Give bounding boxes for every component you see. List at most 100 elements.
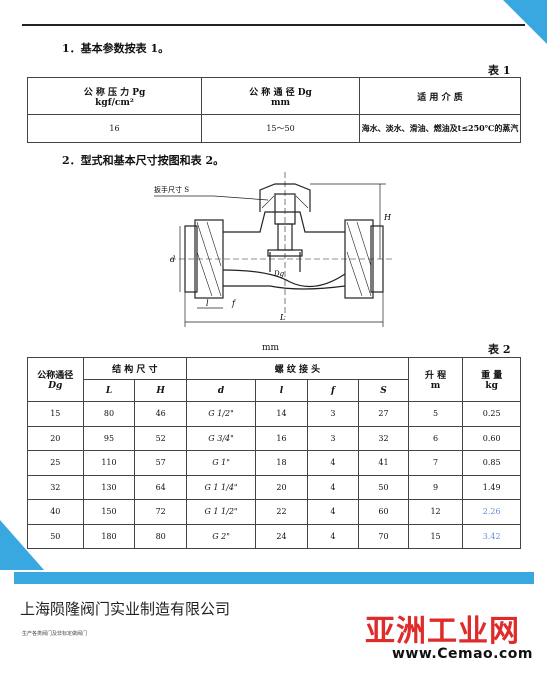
table-row: 16 15～50 海水、淡水、滑油、燃油及t≤250℃的蒸汽: [27, 114, 521, 143]
table2-header-weight-unit: kg: [485, 381, 498, 391]
table-cell: 80: [134, 523, 187, 549]
table2-header-dn-text: 公称通径: [37, 371, 74, 381]
table2-header-dn-symbol: Dg: [48, 381, 63, 391]
table-cell: 4: [306, 450, 360, 476]
table-cell: 0.25: [462, 401, 521, 427]
dim-label-L: L: [279, 313, 285, 322]
table-cell: 72: [134, 499, 187, 525]
table2-header-thread: 螺 纹 接 头: [185, 357, 409, 380]
table-row: 40 150 72 G 1 1/2" 22 4 60 12 2.26: [27, 499, 521, 525]
table-cell: 16: [255, 425, 308, 451]
table-row: 20 95 52 G 3/4" 16 3 32 6 0.60: [27, 425, 521, 451]
table2-sub-d: d: [185, 379, 257, 402]
table-cell: G 1 1/2": [185, 499, 257, 525]
table-cell: G 1 1/4": [185, 474, 257, 500]
valve-bonnet: [259, 183, 311, 212]
dim-label-f: f: [231, 299, 237, 308]
table-row: 25 110 57 G 1" 18 4 41 7 0.85: [27, 450, 521, 476]
table-cell: 15: [27, 401, 84, 427]
table-cell: 3: [306, 425, 360, 451]
table-cell: 180: [82, 523, 136, 549]
table-cell: G 1/2": [185, 401, 257, 427]
table-cell: 14: [255, 401, 308, 427]
table-cell: G 3/4": [185, 425, 257, 451]
table-cell: 50: [358, 474, 409, 500]
table2-header-lift-unit: m: [430, 381, 441, 391]
table-cell: 52: [134, 425, 187, 451]
table-cell: 15: [407, 523, 464, 549]
valve-drawing: 扳手尺寸 S H d Dg l f L: [154, 172, 395, 327]
table-cell: 46: [134, 401, 187, 427]
table2-sub-l: l: [255, 379, 308, 402]
table-cell: 20: [27, 425, 84, 451]
table-cell: 57: [134, 450, 187, 476]
company-tagline: 生产各类阀门及非标定做阀门: [22, 631, 88, 637]
table-row: 50 180 80 G 2" 24 4 70 15 3.42: [27, 523, 521, 549]
table2-label: 表 2: [488, 343, 511, 356]
table2-body: 15 80 46 G 1/2" 14 3 27 5 0.25 20 95 52 …: [27, 401, 521, 549]
table-row: 15 80 46 G 1/2" 14 3 27 5 0.25: [27, 401, 521, 427]
table-row: 32 130 64 G 1 1/4" 20 4 50 9 1.49: [27, 474, 521, 500]
table-cell: 4: [306, 474, 360, 500]
table2-sub-f: f: [306, 379, 360, 402]
table2-sub-H: H: [134, 379, 187, 402]
table-cell: 7: [407, 450, 464, 476]
valve-left-end: [194, 219, 224, 299]
table-cell: 50: [27, 523, 84, 549]
table2-header-dn: 公称通径 Dg: [27, 357, 84, 402]
table-cell: 22: [255, 499, 308, 525]
table-cell: 6: [407, 425, 464, 451]
table-cell: 150: [82, 499, 136, 525]
table2-header-lift-text: 升 程: [425, 371, 447, 381]
table-cell: 20: [255, 474, 308, 500]
table2: 公称通径 Dg 结 构 尺 寸 螺 纹 接 头 升 程 m 重 量 kg L H…: [27, 357, 521, 549]
brand-logo: 亚洲工业网: [365, 614, 520, 649]
wrench-size-label: 扳手尺寸 S: [154, 185, 189, 194]
table1-label: 表 1: [488, 64, 511, 77]
table1-header-row: 公 称 压 力 Pg kgf/cm² 公 称 通 径 Dg mm 适 用 介 质: [27, 77, 521, 115]
table-cell: 60: [358, 499, 409, 525]
table-cell: 18: [255, 450, 308, 476]
table2-unit: mm: [262, 343, 280, 353]
table2-sub-L: L: [82, 379, 136, 402]
dim-label-H: H: [383, 213, 392, 222]
table-cell: 4: [306, 523, 360, 549]
top-rule: [22, 24, 525, 26]
table2-header-weight-text: 重 量: [481, 371, 503, 381]
table-cell: 12: [407, 499, 464, 525]
table2-header-row: 公称通径 Dg 结 构 尺 寸 螺 纹 接 头 升 程 m 重 量 kg: [27, 357, 521, 402]
table-cell: 70: [358, 523, 409, 549]
table1-header-pressure: 公 称 压 力 Pg kgf/cm²: [27, 77, 202, 115]
table-cell: 25: [27, 450, 84, 476]
table-cell: 4: [306, 499, 360, 525]
table-cell: 110: [82, 450, 136, 476]
table2-header-lift: 升 程 m: [407, 357, 464, 402]
table2-header-weight: 重 量 kg: [462, 357, 521, 402]
table-cell: 0.85: [462, 450, 521, 476]
table-cell: G 1": [185, 450, 257, 476]
table2-subheader-row: L H d l f S: [28, 379, 521, 402]
table-cell: 24: [255, 523, 308, 549]
site-url: www.Cemao.com: [392, 646, 533, 662]
table-cell: G 2": [185, 523, 257, 549]
table-cell: 32: [27, 474, 84, 500]
table-cell: 80: [82, 401, 136, 427]
table1-cell-medium: 海水、淡水、滑油、燃油及t≤250℃的蒸汽: [359, 114, 521, 143]
table-cell: 32: [358, 425, 409, 451]
table-cell: 40: [27, 499, 84, 525]
company-name: 上海陨隆阀门实业制造有限公司: [20, 600, 231, 618]
footer-accent-bar: [14, 572, 534, 584]
table-cell: 2.26: [462, 499, 521, 525]
table-cell: 9: [407, 474, 464, 500]
table-cell: 3.42: [462, 523, 521, 549]
section1-heading: 1．基本参数按表 1。: [62, 42, 170, 55]
table-cell: 95: [82, 425, 136, 451]
table2-header-struct: 结 构 尺 寸: [82, 357, 187, 380]
table-cell: 64: [134, 474, 187, 500]
section2-heading: 2．型式和基本尺寸按图和表 2。: [62, 154, 225, 167]
table1-header-diameter: 公 称 通 径 Dg mm: [201, 77, 360, 115]
table-cell: 0.60: [462, 425, 521, 451]
table-cell: 1.49: [462, 474, 521, 500]
table-cell: 41: [358, 450, 409, 476]
table-cell: 5: [407, 401, 464, 427]
